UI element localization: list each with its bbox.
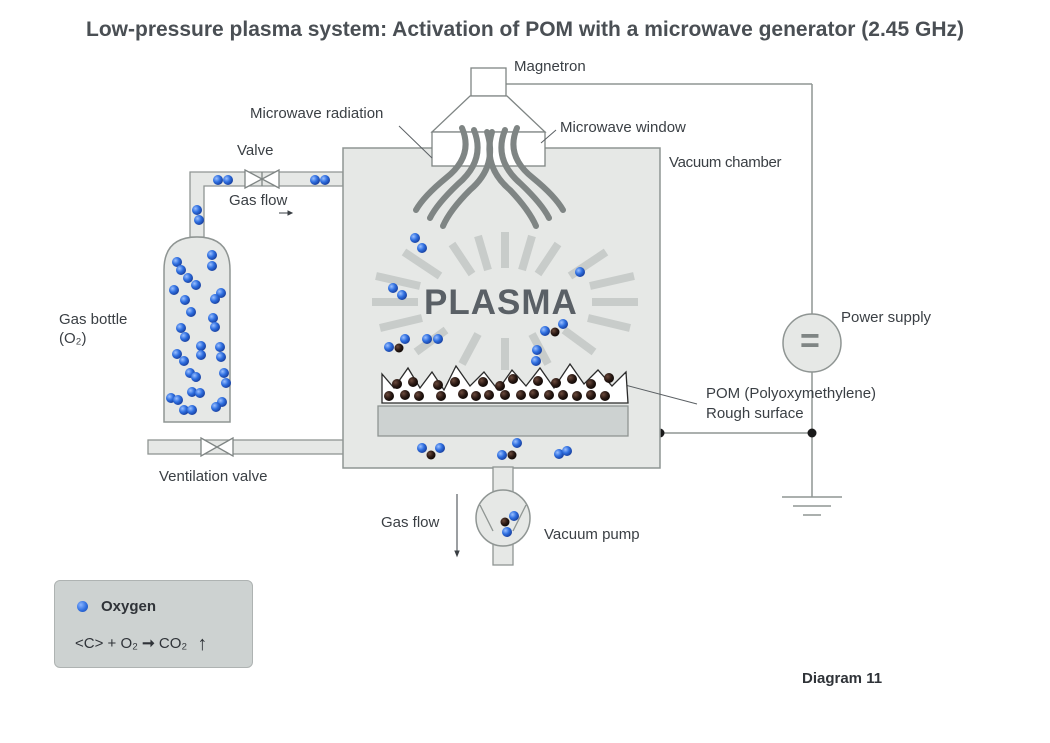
label-gas-bottle: Gas bottle	[59, 311, 128, 328]
chamber-oxygen-molecules	[384, 233, 585, 460]
label-pom: POM (Polyoxymethylene)	[706, 385, 877, 402]
pipe-oxygen-molecules	[192, 175, 330, 225]
up-arrow-icon: ↑	[197, 633, 208, 655]
ventilation-valve-symbol	[200, 436, 234, 458]
oxygen-legend-icon	[77, 601, 88, 612]
pump-oxygen-molecule	[509, 511, 519, 521]
microwave-horn	[430, 95, 547, 133]
label-valve: Valve	[237, 142, 274, 159]
ventilation-pipe	[147, 439, 345, 455]
label-power-supply: Power supply	[841, 309, 932, 326]
plasma-text: PLASMA	[424, 283, 578, 322]
label-vacuum-chamber: Vacuum chamber	[669, 154, 782, 171]
magnetron-box	[470, 67, 507, 97]
label-gas-bottle-formula: (O₂)	[59, 330, 87, 347]
power-supply-symbol	[782, 313, 842, 373]
leader-lines	[398, 125, 698, 405]
microwave-radiation-waves	[413, 125, 566, 229]
diagram-number: Diagram 11	[802, 670, 883, 687]
label-gas-flow-top: Gas flow	[229, 192, 288, 209]
legend-reaction: <C> + O₂ ➞ CO₂ ↑	[75, 631, 208, 655]
gas-bottle	[163, 236, 231, 423]
gas-flow-arrow-top	[279, 210, 294, 216]
wire-junction	[807, 428, 817, 438]
legend-box: Oxygen <C> + O₂ ➞ CO₂ ↑	[54, 580, 253, 668]
label-microwave-radiation: Microwave radiation	[250, 105, 384, 122]
label-vacuum-pump: Vacuum pump	[544, 526, 640, 543]
pump-carbon-molecule	[500, 517, 510, 527]
pom-carbon-particles	[384, 373, 614, 401]
pump-oxygen-molecule	[502, 527, 512, 537]
plasma-rays	[372, 232, 638, 370]
label-rough-surface: Rough surface	[706, 405, 804, 422]
label-magnetron: Magnetron	[514, 58, 586, 75]
substrate-holder	[377, 405, 629, 437]
label-gas-flow-bottom: Gas flow	[381, 514, 440, 531]
page-title: Low-pressure plasma system: Activation o…	[86, 18, 964, 41]
power-supply-equals: =	[800, 322, 820, 360]
reaction-arrow-icon: ➞	[142, 635, 155, 652]
legend-oxygen-label: Oxygen	[101, 598, 157, 615]
ground-symbol	[782, 496, 842, 516]
gas-flow-arrow-bottom	[454, 494, 460, 558]
valve-symbol	[244, 168, 280, 190]
reaction-left: <C> + O₂	[75, 635, 138, 652]
label-ventilation-valve: Ventilation valve	[159, 468, 268, 485]
bottle-oxygen-molecules	[166, 250, 231, 415]
chamber-carbon-molecules	[394, 327, 560, 460]
reaction-right: CO₂	[158, 635, 188, 652]
label-microwave-window: Microwave window	[560, 119, 686, 136]
